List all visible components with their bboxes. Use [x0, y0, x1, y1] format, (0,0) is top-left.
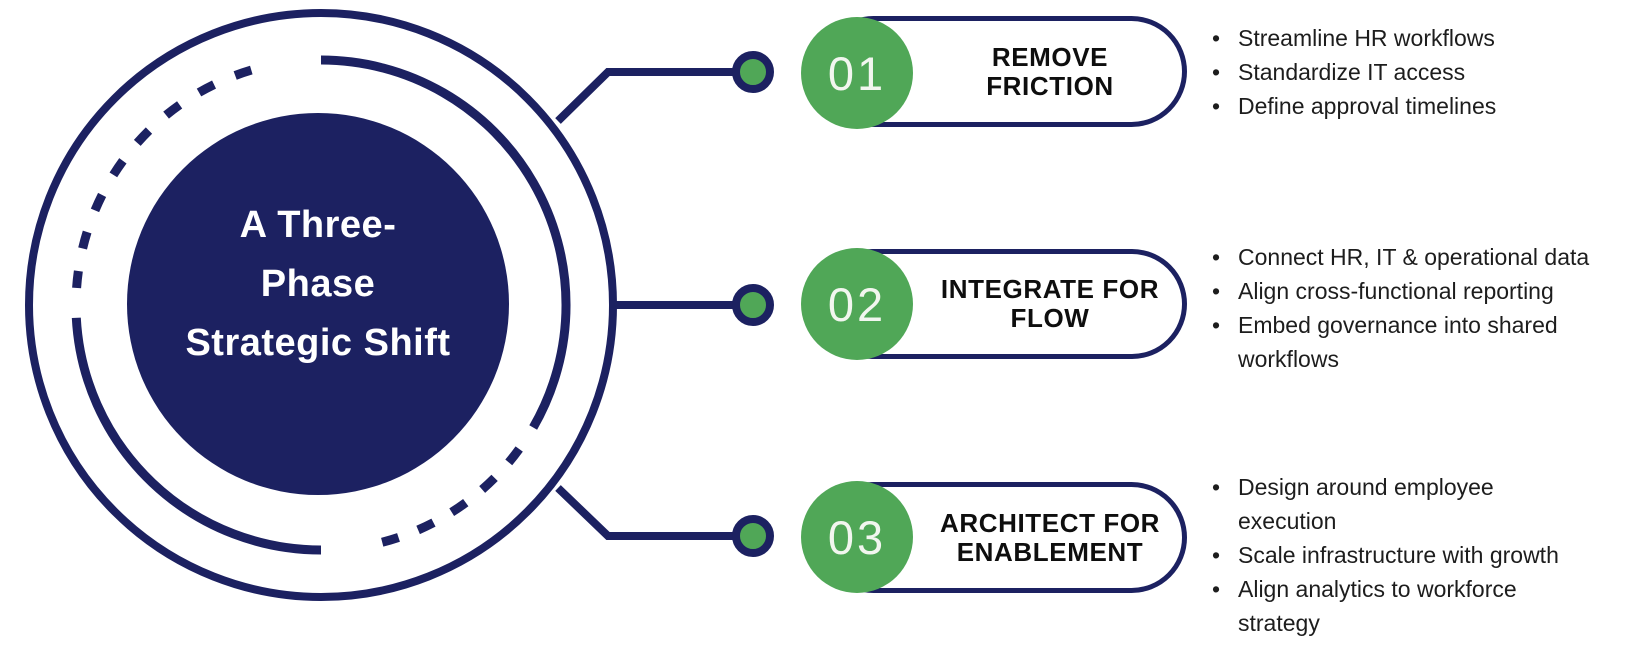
phase-3-bullet-2: Scale infrastructure with growth [1238, 542, 1559, 568]
phase-1-bullet-1: Streamline HR workflows [1238, 25, 1495, 51]
diagram-title-line-1: A Three- [239, 204, 397, 246]
middle-ring-solid-right-arc [320, 55, 571, 430]
list-item: Align cross-functional reporting [1212, 274, 1644, 308]
list-item: Design around employee execution [1212, 470, 1644, 538]
list-item: Align analytics to workforce strategy [1212, 572, 1644, 640]
middle-ring-dashed-lower-right-arc [362, 446, 523, 551]
connector-dot-phase-1 [732, 51, 774, 93]
phase-1-number-badge: 01 [801, 17, 913, 129]
phase-1-bullet-3: Define approval timelines [1238, 93, 1497, 119]
diagram-title-line-2: Phase [260, 263, 376, 305]
outer-ring [25, 9, 617, 601]
list-item: Connect HR, IT & operational data [1212, 240, 1644, 274]
phase-2-bullet-list: Connect HR, IT & operational data Align … [1212, 240, 1644, 376]
middle-ring-solid-lower-left-arc [71, 317, 322, 555]
list-item: Standardize IT access [1212, 55, 1644, 89]
phase-3-title: ARCHITECT FOR ENABLEMENT [939, 507, 1161, 567]
connector-line-phase-1 [555, 68, 745, 124]
connector-line-phase-3 [555, 485, 745, 540]
phase-2-number-badge: 02 [801, 248, 913, 360]
phase-2-number: 02 [827, 277, 887, 331]
list-item: Embed governance into shared workflows [1212, 308, 1644, 376]
list-item: Define approval timelines [1212, 89, 1644, 123]
connector-dot-phase-3 [732, 515, 774, 557]
phase-3-number: 03 [827, 510, 887, 564]
phase-1-title: REMOVE FRICTION [986, 41, 1114, 101]
phase-2-title: INTEGRATE FOR FLOW [940, 274, 1160, 333]
connector-dot-phase-2 [732, 284, 774, 326]
diagram-title: A Three- Phase Strategic Shift [118, 196, 518, 373]
phase-1-number: 01 [827, 46, 887, 100]
center-circle [127, 113, 509, 495]
diagram-title-line-3: Strategic Shift [185, 322, 451, 364]
middle-ring-dashed-upper-left-arc [72, 60, 272, 289]
list-item: Streamline HR workflows [1212, 21, 1644, 55]
phase-3-number-badge: 03 [801, 481, 913, 593]
phase-3-bullet-list: Design around employee execution Scale i… [1212, 470, 1644, 640]
phase-2-bullet-1: Connect HR, IT & operational data [1238, 244, 1590, 270]
list-item: Scale infrastructure with growth [1212, 538, 1644, 572]
phase-2-bullet-2: Align cross-functional reporting [1238, 278, 1554, 304]
phase-1-bullet-2: Standardize IT access [1238, 59, 1466, 85]
phase-1-bullet-list: Streamline HR workflows Standardize IT a… [1212, 21, 1644, 123]
phase-2-bullet-3: Embed governance into shared workflows [1238, 312, 1558, 372]
phase-3-bullet-3: Align analytics to workforce strategy [1238, 576, 1517, 636]
phase-3-bullet-1: Design around employee execution [1238, 474, 1494, 534]
